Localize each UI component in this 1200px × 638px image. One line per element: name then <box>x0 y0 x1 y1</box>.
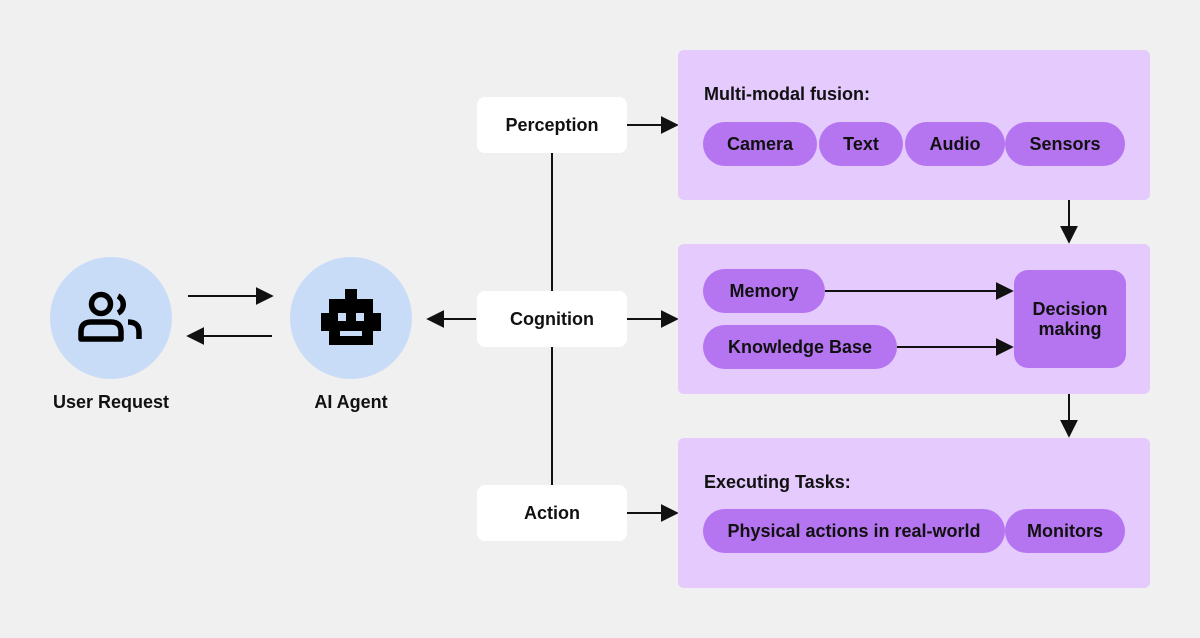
ai-agent-label: AI Agent <box>314 392 388 412</box>
decision-line-2: making <box>1038 319 1102 339</box>
cognition-panel: Memory Knowledge Base Decision making <box>678 244 1150 394</box>
perception-panel: Multi-modal fusion: Camera Text Audio Se… <box>678 50 1150 200</box>
robot-icon <box>321 289 381 345</box>
stage-action: Action <box>477 485 627 541</box>
task-physical-actions: Physical actions in real-world <box>703 509 1005 553</box>
task-monitors: Monitors <box>1005 509 1125 553</box>
memory-pill: Memory <box>703 269 825 313</box>
input-camera: Camera <box>703 122 817 166</box>
users-icon <box>78 291 142 342</box>
input-audio: Audio <box>905 122 1005 166</box>
stage-perception: Perception <box>477 97 627 153</box>
action-panel-title: Executing Tasks: <box>704 472 851 492</box>
decision-making-box: Decision making <box>1014 270 1126 368</box>
stage-cognition: Cognition <box>477 291 627 347</box>
user-request-node <box>50 257 172 379</box>
decision-line-1: Decision <box>1032 299 1108 319</box>
knowledge-base-pill: Knowledge Base <box>703 325 897 369</box>
user-request-label: User Request <box>52 392 170 412</box>
perception-panel-title: Multi-modal fusion: <box>704 84 870 104</box>
input-text: Text <box>819 122 903 166</box>
cognition-internal-arrows <box>825 282 1014 356</box>
input-sensors: Sensors <box>1005 122 1125 166</box>
ai-agent-node <box>290 257 412 379</box>
action-panel: Executing Tasks: Physical actions in rea… <box>678 438 1150 588</box>
